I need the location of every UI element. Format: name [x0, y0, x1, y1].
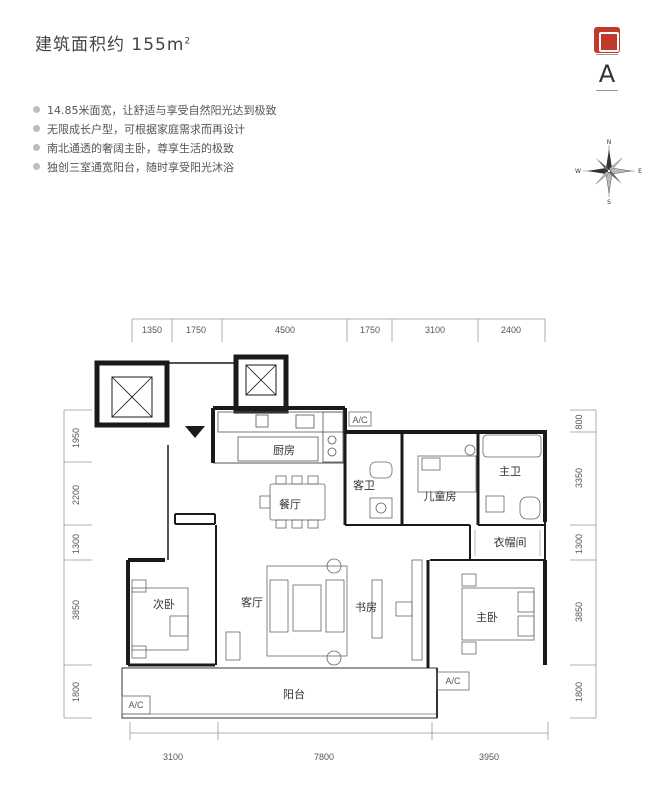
dim-top-2: 1750: [186, 325, 206, 335]
dim-top-3: 4500: [275, 325, 295, 335]
entrance-arrow-icon: [185, 426, 205, 438]
ac-label-bottom-right: A/C: [445, 676, 461, 686]
room-label-study: 书房: [355, 601, 377, 614]
room-label-master-bedroom: 主卧: [476, 611, 498, 624]
room-label-second-bedroom: 次卧: [153, 597, 175, 611]
feature-list: 14.85米面宽，让舒适与享受自然阳光达到极致 无限成长户型，可根据家庭需求而再…: [33, 101, 277, 177]
room-label-dining: 餐厅: [279, 497, 301, 511]
area-title: 建筑面积约 155m2: [35, 30, 191, 55]
room-label-guest-bath: 客卫: [353, 478, 375, 492]
dim-left-5: 1800: [71, 682, 81, 702]
dim-left-2: 2200: [71, 485, 81, 505]
dim-right-2: 3350: [574, 468, 584, 488]
unit-type-letter: A: [598, 60, 616, 88]
area-title-text: 建筑面积约 155m: [35, 35, 185, 55]
interior-walls: [174, 432, 545, 668]
dim-left-3: 1300: [71, 534, 81, 554]
balcony-outline: [121, 667, 438, 719]
dim-left-1: 1950: [71, 428, 81, 448]
room-label-living: 客厅: [241, 595, 263, 609]
left-dimension-line: [63, 409, 92, 719]
divider: [596, 90, 618, 91]
room-label-balcony: 阳台: [283, 687, 305, 701]
right-dimension-line: [570, 409, 597, 719]
dim-top-4: 1750: [360, 325, 380, 335]
room-label-master-bath: 主卫: [499, 465, 521, 478]
cloakroom-shelves: [474, 530, 541, 556]
master-bed: [461, 573, 535, 655]
room-label-kitchen: 厨房: [273, 444, 295, 457]
second-bed: [131, 579, 189, 659]
dim-top-6: 2400: [501, 325, 521, 335]
dim-right-4: 3850: [574, 602, 584, 622]
dining-table: [259, 475, 326, 529]
dim-right-5: 1800: [574, 682, 584, 702]
top-dimension-line: [131, 318, 546, 342]
room-label-cloakroom: 衣帽间: [494, 535, 527, 549]
ac-unit-left: [121, 695, 151, 715]
dim-right-3: 1300: [574, 534, 584, 554]
dim-left-4: 3850: [71, 600, 81, 620]
compass-w: W: [575, 168, 581, 175]
bottom-dimension-line: [129, 722, 549, 740]
kitchen-counter: [217, 411, 344, 463]
ac-label-bottom-left: A/C: [128, 700, 144, 710]
dim-right-1: 800: [574, 414, 584, 429]
study-furniture: [371, 559, 423, 661]
guest-bath-fixtures: [348, 411, 393, 519]
feature-item: 南北通透的奢阔主卧，尊享生活的极致: [33, 139, 277, 158]
dim-bottom-2: 7800: [314, 752, 334, 762]
dim-top-1: 1350: [142, 325, 162, 335]
feature-item: 独创三室通宽阳台，随时享受阳光沐浴: [33, 158, 277, 177]
feature-item: 14.85米面宽，让舒适与享受自然阳光达到极致: [33, 101, 277, 120]
room-label-kids-room: 儿童房: [424, 489, 457, 503]
elevator-shaft-2: [233, 354, 289, 414]
compass-icon: N E S W: [575, 139, 642, 206]
ac-label-top: A/C: [352, 415, 368, 425]
compass-s: S: [607, 199, 611, 206]
dim-top-5: 3100: [425, 325, 445, 335]
dim-bottom-3: 3950: [479, 752, 499, 762]
area-title-sup: 2: [184, 36, 192, 47]
compass-e: E: [638, 168, 642, 175]
dim-bottom-1: 3100: [163, 752, 183, 762]
kids-bed: [417, 444, 477, 493]
elevator-shaft: [94, 360, 234, 428]
ac-unit-right: [436, 671, 470, 691]
divider: [596, 54, 618, 55]
seal-logo: [594, 27, 620, 53]
living-room-furniture: [225, 558, 348, 666]
compass-n: N: [607, 139, 612, 146]
outer-walls: [126, 406, 547, 667]
master-bath-fixtures: [482, 434, 542, 520]
feature-item: 无限成长户型，可根据家庭需求而再设计: [33, 120, 277, 139]
